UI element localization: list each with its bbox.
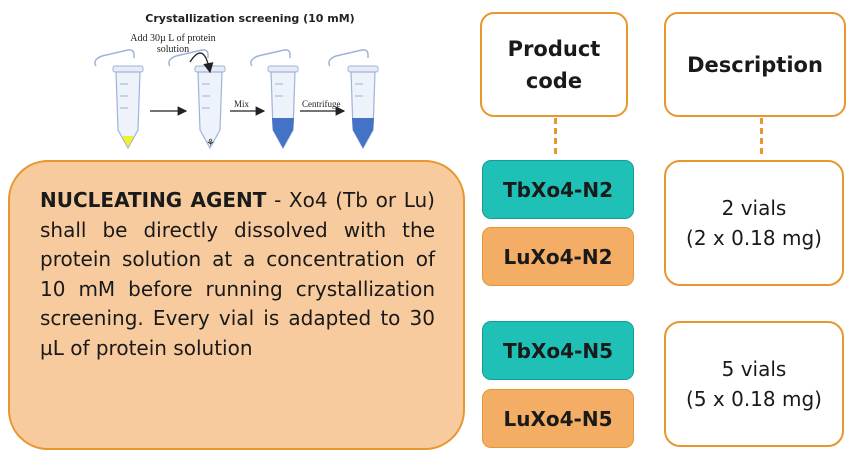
workflow-title: Crystallization screening (10 mM) — [145, 12, 355, 25]
description-header: Description — [664, 12, 846, 117]
tube-centrifuged-icon — [328, 49, 379, 150]
dashed-connector — [760, 118, 763, 154]
product-code-luxo4-n2: LuXo4-N2 — [482, 227, 634, 286]
product-code-tbxo4-n5: TbXo4-N5 — [482, 321, 634, 380]
tube-powder-icon — [94, 49, 144, 150]
description-n5-mass: (5 x 0.18 mg) — [686, 387, 822, 411]
mix-label: Mix — [234, 99, 250, 109]
agent-body: - Xo4 (Tb or Lu) shall be directly disso… — [40, 188, 435, 360]
dashed-connector — [554, 118, 557, 154]
centrifuge-label: Centrifuge — [302, 99, 341, 109]
agent-title: NUCLEATING AGENT — [40, 188, 267, 212]
add-protein-note: Add 30µ L of protein solution — [130, 33, 216, 55]
description-n2: 2 vials (2 x 0.18 mg) — [664, 160, 844, 286]
description-n2-mass: (2 x 0.18 mg) — [686, 226, 822, 250]
description-n2-vials: 2 vials — [721, 196, 787, 220]
svg-text:⚘: ⚘ — [206, 138, 215, 149]
description-n5: 5 vials (5 x 0.18 mg) — [664, 321, 844, 447]
product-code-luxo4-n5: LuXo4-N5 — [482, 389, 634, 448]
tube-pipette-icon: ⚘ — [168, 49, 226, 150]
product-code-header: Product code — [480, 12, 628, 117]
description-n5-vials: 5 vials — [721, 357, 787, 381]
workflow-illustration: ⚘ — [94, 49, 379, 150]
nucleating-agent-panel: NUCLEATING AGENT - Xo4 (Tb or Lu) shall … — [8, 160, 465, 450]
tube-mixed-icon — [250, 49, 299, 150]
product-code-tbxo4-n2: TbXo4-N2 — [482, 160, 634, 219]
